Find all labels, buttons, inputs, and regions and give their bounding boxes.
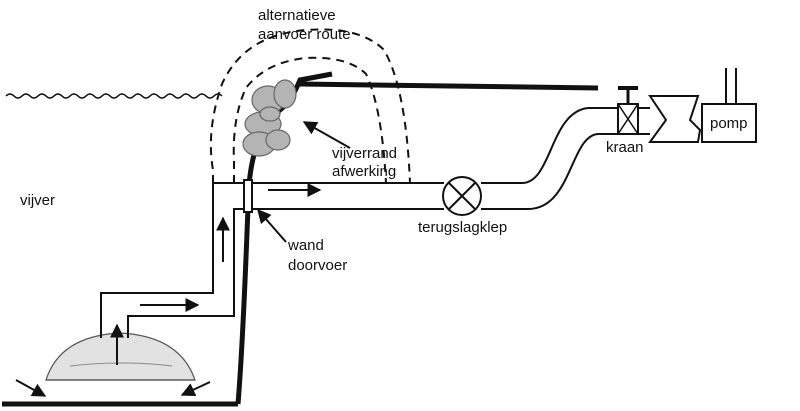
alt-route-inner — [232, 56, 387, 184]
pond-edge-pointer — [302, 121, 351, 149]
wall-pointer — [257, 208, 287, 243]
label-wall-1: wand — [287, 237, 324, 254]
wall-feedthrough — [243, 179, 253, 213]
pump-icon — [648, 68, 757, 143]
rising-pipe-top — [481, 107, 620, 184]
rising-pipe-bottom — [481, 133, 620, 210]
water-surface — [5, 93, 223, 99]
tap-icon — [617, 86, 639, 135]
label-tap: kraan — [606, 139, 644, 156]
label-pond-edge-1: vijverrand — [332, 145, 397, 162]
label-alt-route-2: aanvoer route — [258, 26, 351, 43]
label-pond: vijver — [20, 192, 55, 209]
suction-pipe-inner — [127, 208, 246, 338]
label-pump: pomp — [710, 115, 748, 132]
suction-pipe-outer — [100, 182, 250, 338]
pond-edge-stones — [242, 79, 297, 157]
label-check-valve: terugslagklep — [418, 219, 507, 236]
label-wall-2: doorvoer — [288, 257, 347, 274]
label-pond-edge-2: afwerking — [332, 163, 396, 180]
label-alt-route-1: alternatieve — [258, 7, 336, 24]
check-valve-icon — [442, 176, 482, 216]
inflow-arrow-right — [180, 381, 211, 397]
alt-route-outer — [209, 28, 411, 184]
pump-inlet-dome — [45, 332, 196, 381]
ground-surface — [299, 81, 599, 91]
inflow-arrow-left — [15, 379, 47, 397]
